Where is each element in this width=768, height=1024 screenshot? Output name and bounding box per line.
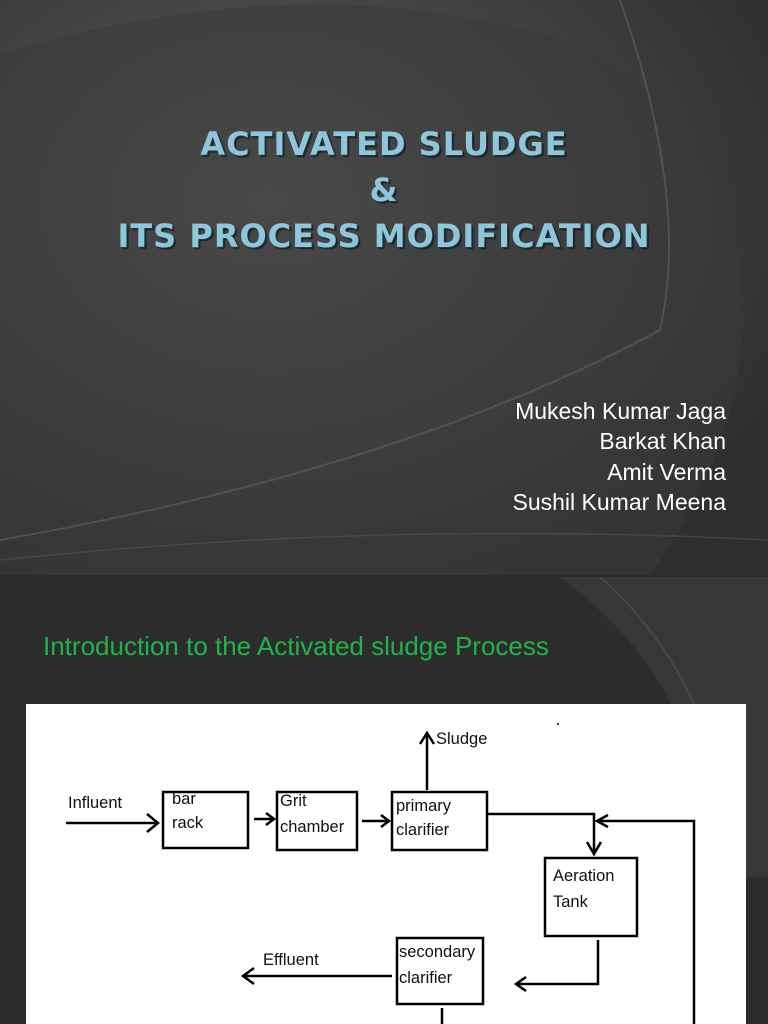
bar-rack-label-1: bar <box>172 790 196 808</box>
bar-rack-label-2: rack <box>172 814 204 832</box>
aeration-tank-label-2: Tank <box>553 893 588 911</box>
secondary-clarifier-label-1: secondary <box>399 943 476 961</box>
intro-slide: Introduction to the Activated sludge Pro… <box>0 577 768 1024</box>
grit-chamber-label-1: Grit <box>280 792 307 810</box>
sludge-label: Sludge <box>436 730 488 748</box>
aeration-tank-box <box>543 856 639 938</box>
author-2: Barkat Khan <box>599 428 726 454</box>
secondary-clarifier-label-2: clarifier <box>399 969 453 987</box>
grit-chamber-box <box>275 790 359 852</box>
aeration-tank-label-1: Aeration <box>553 867 615 885</box>
title-line-3: ITS PROCESS MODIFICATION <box>117 217 651 255</box>
primary-clarifier-label-1: primary <box>396 797 452 815</box>
title-line-2: & <box>369 171 399 209</box>
author-1: Mukesh Kumar Jaga <box>515 398 726 424</box>
author-3: Amit Verma <box>607 459 726 485</box>
secondary-clarifier-box <box>395 936 485 1006</box>
process-flow-diagram: Influent bar rack Grit chamber primary c… <box>26 704 746 1024</box>
effluent-label: Effluent <box>263 951 319 969</box>
author-4: Sushil Kumar Meena <box>512 489 727 515</box>
primary-clarifier-label-2: clarifier <box>396 821 450 839</box>
title-slide: ACTIVATED SLUDGE & ITS PROCESS MODIFICAT… <box>0 0 768 575</box>
bar-rack-box <box>161 790 250 850</box>
slide-background <box>0 0 768 575</box>
flow-lines <box>66 723 696 1024</box>
grit-chamber-label-2: chamber <box>280 818 345 836</box>
influent-label: Influent <box>68 794 123 812</box>
title-line-1: ACTIVATED SLUDGE <box>200 125 568 163</box>
slide-title: Introduction to the Activated sludge Pro… <box>43 631 549 661</box>
primary-clarifier-box <box>390 790 489 852</box>
